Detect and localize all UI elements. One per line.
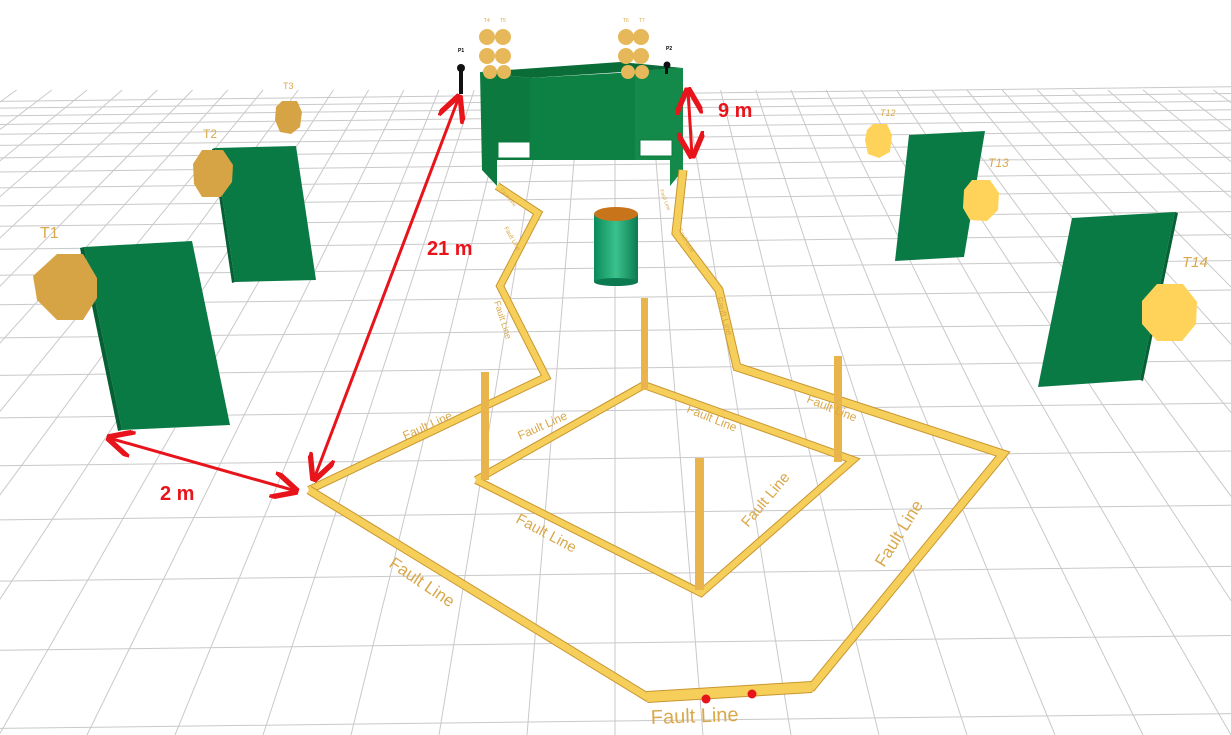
post-right xyxy=(834,356,842,462)
barrel xyxy=(594,207,638,286)
target-t6-label: T6 xyxy=(623,18,629,24)
fault-label: Fault Line xyxy=(650,704,739,729)
target-t14-label: T14 xyxy=(1182,254,1208,271)
post-front xyxy=(695,458,704,590)
posts xyxy=(481,298,842,590)
dimension-label-height: 9 m xyxy=(718,100,752,122)
shooter-marker xyxy=(701,694,711,704)
back-wall xyxy=(480,62,683,186)
dimension-label-side: 2 m xyxy=(160,483,194,505)
dimension-arrows: 2 m 21 m 9 m xyxy=(109,90,752,505)
target-t3-label: T3 xyxy=(283,81,294,91)
target-t2-label: T2 xyxy=(203,127,217,141)
fault-label: Fault Line xyxy=(714,296,735,337)
target-t1-icon xyxy=(33,254,97,320)
target-t14-icon xyxy=(1142,284,1197,341)
dimension-arrow-side xyxy=(109,438,296,491)
target-t4-label: T4 xyxy=(484,18,490,24)
position-p2-label: P2 xyxy=(666,46,672,52)
target-t13-label: T13 xyxy=(988,156,1009,170)
position-p2: P2 xyxy=(663,46,672,74)
target-t3-icon xyxy=(275,101,302,134)
fault-label: Fault Line xyxy=(516,408,570,442)
fault-label: Fault Line xyxy=(502,226,521,252)
panel-left-near xyxy=(80,241,230,431)
target-t2-icon xyxy=(193,150,233,197)
target-t12-label: T12 xyxy=(880,108,896,118)
position-p1: P1 xyxy=(457,48,465,94)
targets: T1 T2 T3 T4 T5 T6 T7 T12 T13 T14 xyxy=(33,18,1208,341)
dimension-arrow-length xyxy=(314,97,459,479)
position-p1-label: P1 xyxy=(458,48,464,54)
post-back xyxy=(641,298,648,390)
dimension-label-length: 21 m xyxy=(427,238,473,260)
target-cluster-right xyxy=(618,29,649,79)
post-left xyxy=(481,372,489,480)
target-cluster-left xyxy=(479,29,511,79)
target-t13-icon xyxy=(963,180,999,221)
target-t12-icon xyxy=(865,124,892,158)
shooter-marker xyxy=(747,689,757,699)
fault-line-barriers xyxy=(306,169,1011,703)
target-t7-label: T7 xyxy=(639,18,645,24)
panel-right-far xyxy=(895,131,985,261)
target-t1-label: T1 xyxy=(40,225,59,242)
target-t5-label: T5 xyxy=(500,18,506,24)
dimension-arrow-height xyxy=(688,90,692,156)
